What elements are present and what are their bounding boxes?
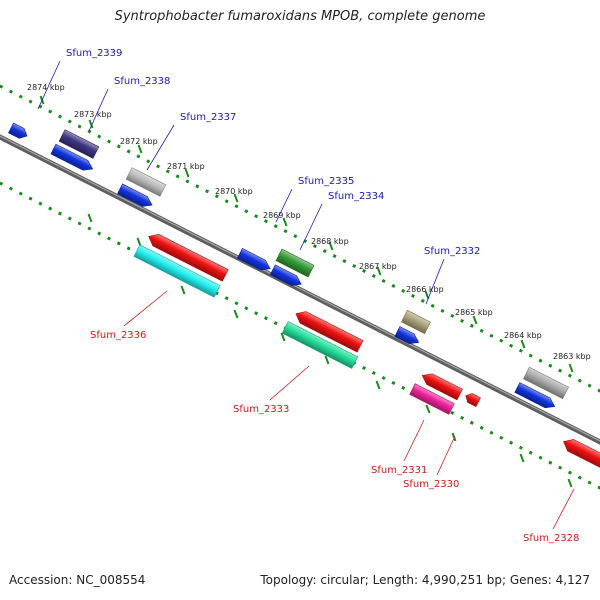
ruler-tick-label: 2867 kbp [359,262,397,271]
ruler-tick-label: 2868 kbp [311,237,349,246]
genome-backbone-highlight [0,135,600,442]
ruler-tick-lower [180,285,186,295]
forward-gene-g2335 [269,264,302,286]
ruler-tick [137,144,143,154]
reverse-gene-g2336 [133,244,221,298]
gene-label-leader [552,488,575,530]
reverse-gene-g2333r [295,311,364,353]
gene-label-leader [88,88,109,132]
ruler-tick-lower [519,453,525,463]
forward-gene-g2340 [8,122,28,139]
reverse-gene-g2330 [409,383,455,415]
ruler-tick-label: 2874 kbp [27,83,65,92]
gene-label-leader [275,188,293,223]
ruler-tick-lower [451,432,457,442]
ruler-tick [282,217,288,227]
forward-gene-g2329g [523,366,569,400]
gene-label: Sfum_2335 [298,176,354,187]
ruler-tick-lower [324,355,330,365]
ruler-tick [520,339,526,349]
forward-gene-g2339 [50,143,94,171]
gene-label-leader [146,124,175,171]
ruler-tick [184,168,190,178]
gene-label-leader [37,60,61,110]
ruler-tick-label: 2870 kbp [215,187,253,196]
gene-label-leader [436,435,456,476]
forward-gene-g2338 [58,129,100,159]
ruler-tick-lower [425,404,431,414]
gene-label: Sfum_2337 [180,112,236,123]
gene-label: Sfum_2339 [66,48,122,59]
ruler-tick [88,119,94,129]
gene-label-leader [425,258,445,305]
ruler-tick-label: 2869 kbp [263,211,301,220]
ruler-tick-label: 2871 kbp [167,162,205,171]
gene-label: Sfum_2330 [403,479,459,490]
ruler-tick-lower [87,213,93,223]
ruler-tick-lower [567,478,573,488]
ruler-tick [376,266,382,276]
gene-label: Sfum_2331 [371,465,427,476]
ruler-tick [472,315,478,325]
gene-label: Sfum_2332 [424,246,480,257]
forward-gene-g2334 [275,248,315,278]
ruler-tick-lower [375,380,381,390]
reverse-gene-g2331 [421,373,463,401]
ruler-tick-label: 2865 kbp [455,308,493,317]
reverse-gene-g2333 [281,321,359,369]
ruler-tick [233,193,239,203]
gene-label: Sfum_2338 [114,76,170,87]
ruler-tick-lower [233,309,239,319]
ruler-tick-label: 2866 kbp [406,285,444,294]
forward-gene-g2336f [236,247,271,271]
gene-label-leader [123,290,168,327]
forward-gene-g2329f [514,382,556,409]
ruler-tick-lower [280,332,286,342]
reverse-gene-g2328 [563,439,600,469]
forward-gene-g2332b [401,309,431,335]
genome-summary-text: Topology: circular; Length: 4,990,251 bp… [260,573,590,587]
gene-label-leader [269,365,310,401]
gene-label-leader [403,419,425,462]
forward-gene-g2332 [394,326,420,345]
reverse-gene-g2336r [148,234,229,282]
gene-label: Sfum_2328 [523,533,579,544]
ruler-tick-label: 2863 kbp [553,352,591,361]
forward-gene-g2337b [125,167,167,197]
accession-text: Accession: NC_008554 [9,573,146,587]
ruler-tick [424,290,430,300]
gene-label: Sfum_2336 [90,330,146,341]
ruler-tick-label: 2873 kbp [74,110,112,119]
reverse-gene-g2330b [465,393,481,408]
genome-title: Syntrophobacter fumaroxidans MPOB, compl… [114,9,486,24]
ruler-tick [568,363,574,373]
ruler-tick-label: 2864 kbp [504,331,542,340]
gene-label-leader [299,203,323,251]
gene-label: Sfum_2334 [328,191,384,202]
ruler-tick [328,241,334,251]
genome-backbone [0,134,600,445]
ruler-tick-label: 2872 kbp [120,137,158,146]
gene-label: Sfum_2333 [233,404,289,415]
forward-gene-g2337 [117,183,153,207]
